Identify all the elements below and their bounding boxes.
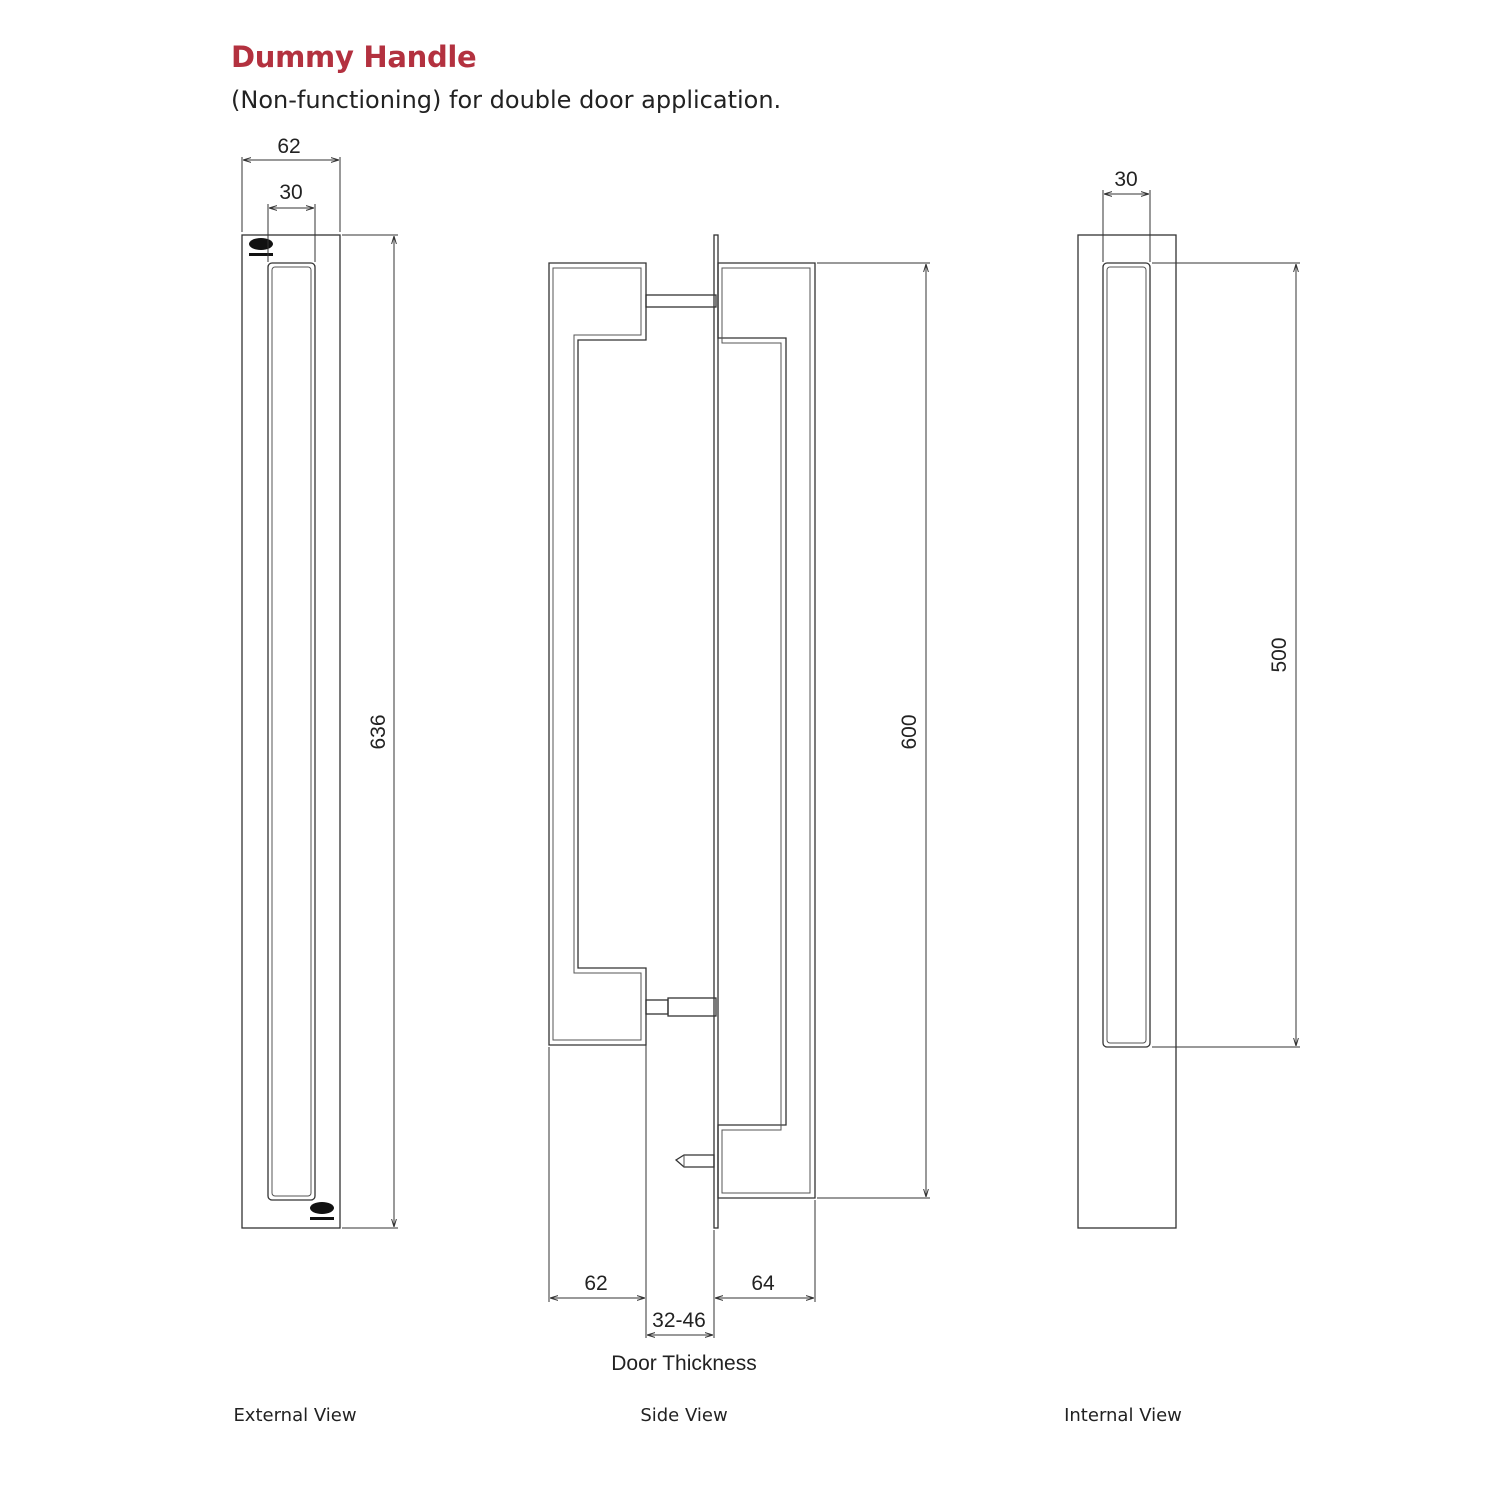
external-view-caption: External View [233, 1405, 356, 1426]
brand-logo-top-icon [249, 238, 273, 256]
side-dim-right-projection: 64 [751, 1272, 775, 1295]
side-dim-height: 600 [898, 714, 921, 749]
page-subtitle: (Non-functioning) for double door applic… [231, 86, 782, 114]
external-dim-width-total: 62 [277, 135, 300, 158]
side-door-plate [713, 234, 719, 1229]
brand-logo-bottom-icon [310, 1202, 334, 1220]
external-view: 62 30 636 [241, 135, 398, 1229]
side-view: 62 64 32-46 Door Thickness 600 [548, 234, 930, 1375]
side-fixing-screw [674, 1154, 715, 1168]
internal-view: 30 500 [1077, 168, 1300, 1229]
side-left-standoff-top [645, 294, 717, 308]
external-backplate [241, 234, 341, 1229]
external-dim-height: 636 [367, 714, 390, 749]
external-dim-width-bar: 30 [279, 181, 302, 204]
internal-dim-width-bar: 30 [1114, 168, 1137, 191]
external-handle-bar [267, 262, 316, 1201]
page-title: Dummy Handle [231, 40, 477, 74]
side-right-handle [717, 262, 816, 1199]
internal-handle-bar [1102, 262, 1151, 1048]
internal-backplate [1077, 234, 1177, 1229]
side-view-caption: Side View [640, 1405, 727, 1426]
external-handle-bar-inner [271, 266, 312, 1197]
side-door-thickness-label: Door Thickness [611, 1352, 757, 1375]
internal-dim-height: 500 [1268, 637, 1291, 672]
side-left-standoff-bottom [645, 999, 669, 1015]
side-dim-left-projection: 62 [584, 1272, 607, 1295]
internal-view-caption: Internal View [1064, 1405, 1182, 1426]
side-dim-door-thickness: 32-46 [652, 1309, 706, 1332]
side-left-handle [548, 262, 647, 1046]
